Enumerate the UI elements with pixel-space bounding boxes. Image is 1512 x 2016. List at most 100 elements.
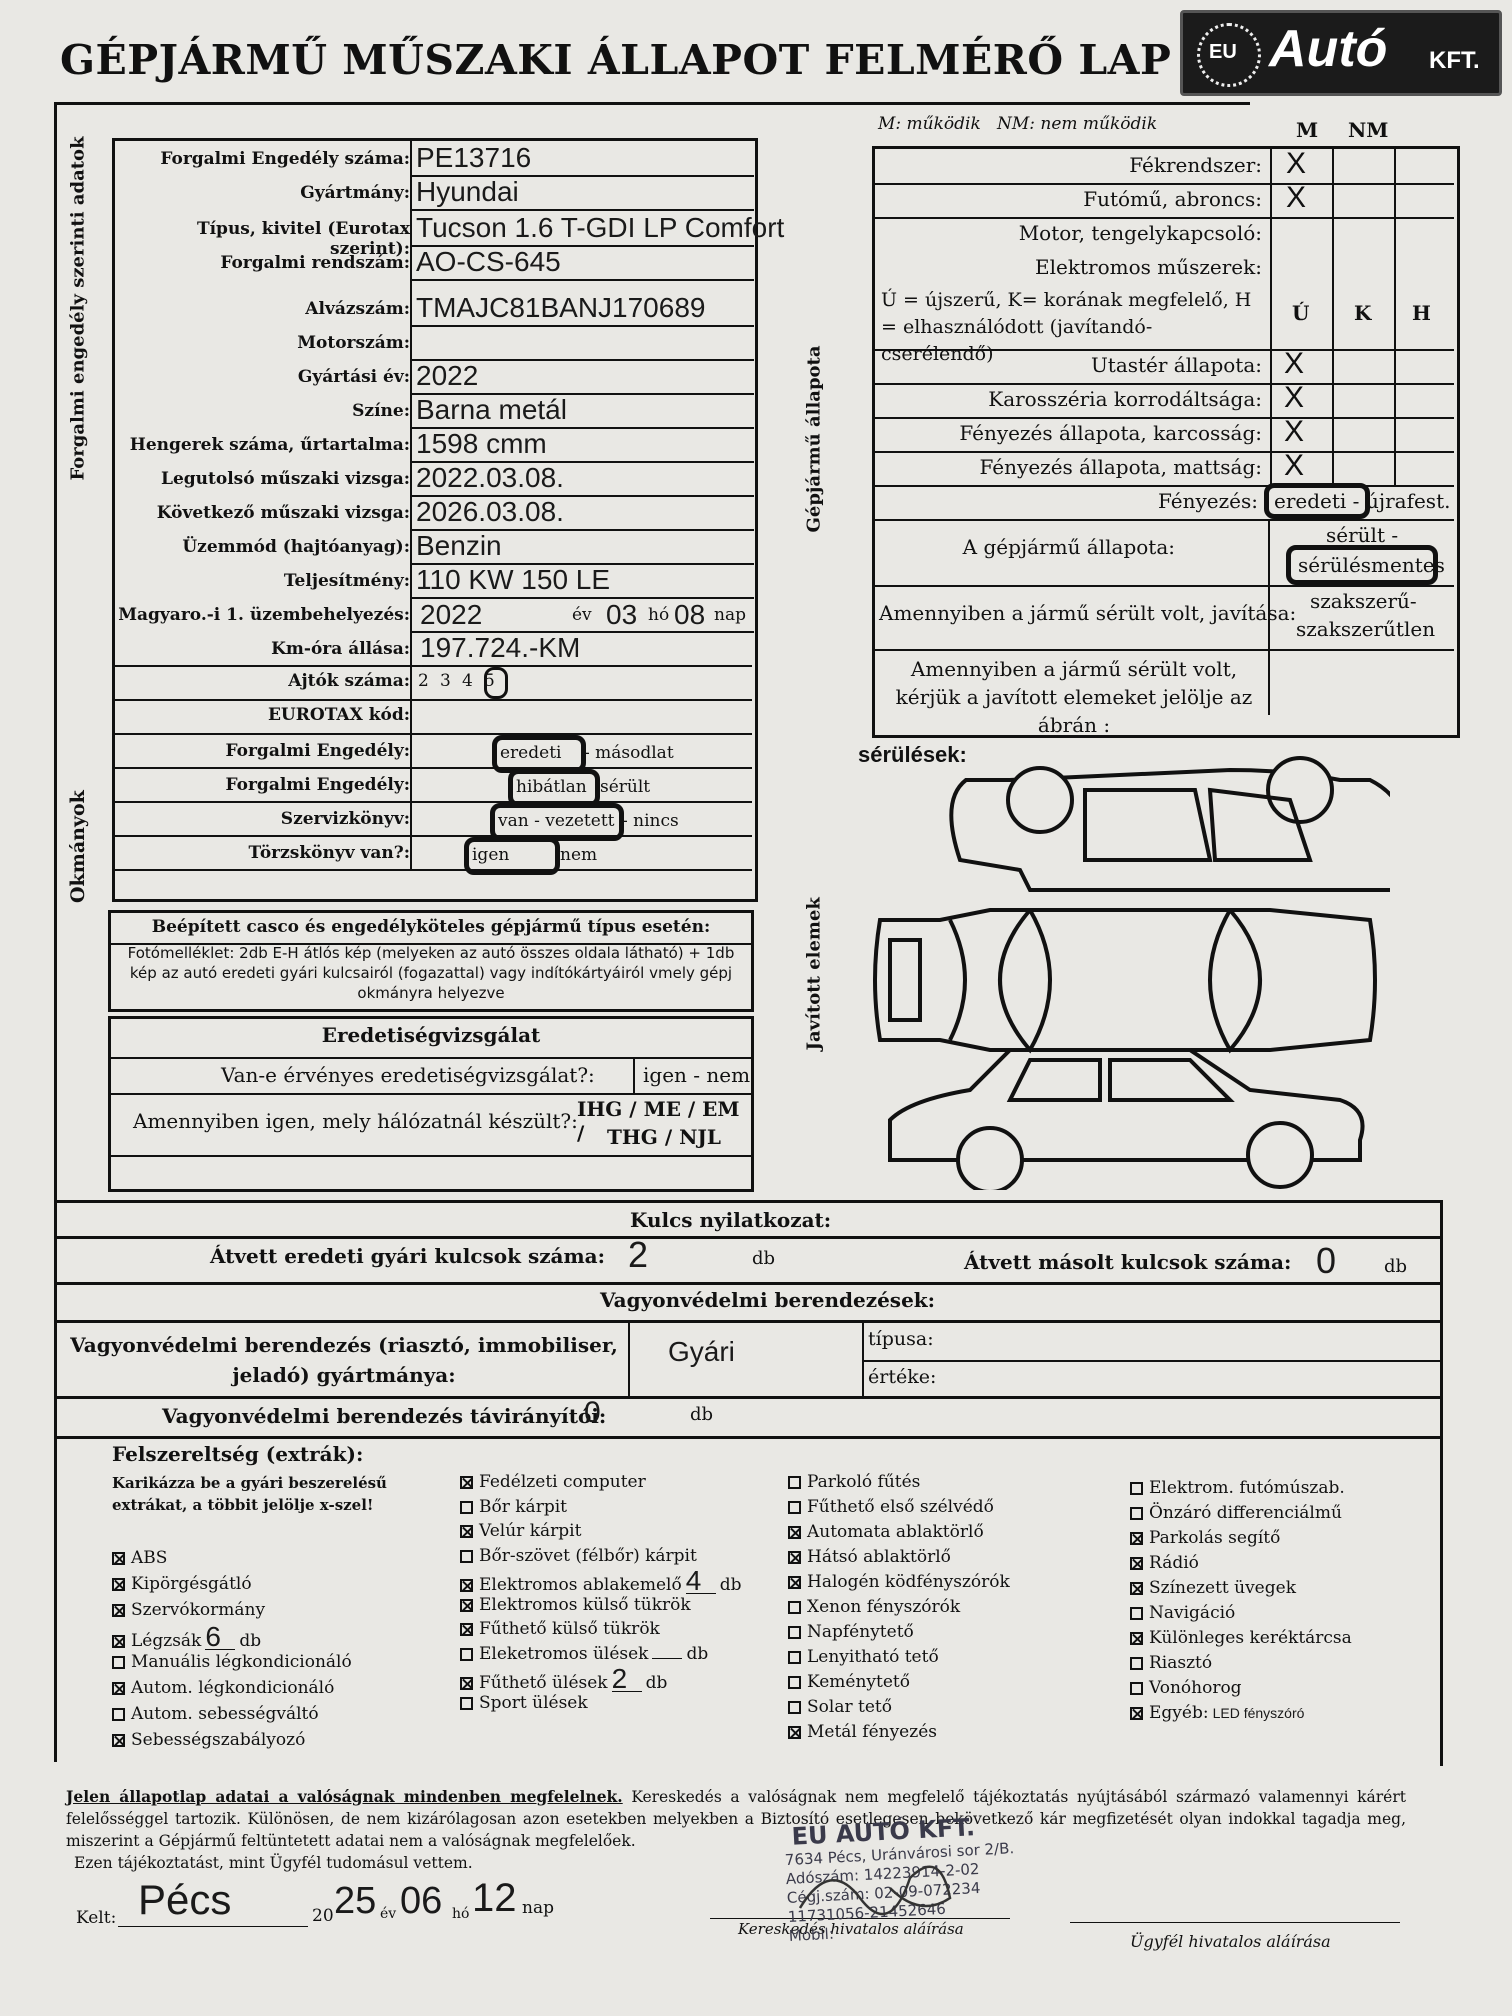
security-erteke: értéke: [868,1366,937,1388]
checkbox-col2-3[interactable] [460,1549,473,1563]
doors-option-3[interactable]: 3 [440,671,451,691]
extra-label: Vonóhorog [1149,1678,1242,1698]
checkbox-col3-9[interactable] [788,1701,801,1714]
checkbox-col2-6[interactable] [460,1623,473,1636]
extra-item-col1-5: Autom. légkondicionáló [112,1676,334,1701]
casco-box: Beépített casco és engedélyköteles gépjá… [108,910,754,1012]
vehicle-label-6: Gyártási év: [297,367,410,387]
checkbox-col4-1[interactable] [1130,1507,1143,1520]
javitas-opt2: szakszerűtlen [1296,617,1436,641]
checkbox-col1-5[interactable] [112,1682,125,1695]
cond2-label-3: Fényezés állapota, mattság: [979,455,1262,479]
vehicle-row-line-12 [412,597,754,599]
side-label-okmanyok: Okmányok [67,790,89,903]
checkbox-col4-9[interactable] [1130,1707,1143,1720]
checkbox-col4-7[interactable] [1130,1657,1143,1670]
checkbox-col3-2[interactable] [788,1526,801,1539]
vehicle-label-2: Típus, kivitel (Eurotax szerint): [196,219,410,259]
declaration: Jelen állapotlap adatai a valóságnak min… [66,1786,1406,1874]
vehicle-label-sep [410,141,412,869]
checkbox-col1-4[interactable] [112,1656,125,1669]
checkbox-col2-8[interactable] [460,1677,473,1690]
extra-item-col1-6: Autom. sebességváltó [112,1702,319,1727]
doors-option-4[interactable]: 4 [462,671,473,691]
jelolje-text: Amennyiben a jármű sérült volt, kérjük a… [895,657,1253,737]
checkbox-col3-0[interactable] [788,1476,801,1489]
col-k-header: K [1354,301,1372,325]
cond1-label-2: Motor, tengelykapcsoló: [1018,221,1262,245]
checkbox-col4-5[interactable] [1130,1607,1143,1620]
checkbox-col2-2[interactable] [460,1525,473,1538]
eredetiseg-line1 [111,1057,751,1059]
cond-col-sep [1394,349,1396,383]
checkbox-col3-8[interactable] [788,1676,801,1689]
checkbox-col3-7[interactable] [788,1651,801,1664]
keys-orig-value: 2 [628,1234,649,1275]
eredetiseg-q2: Amennyiben igen, mely hálózatnál készült… [133,1109,578,1133]
checkbox-col3-10[interactable] [788,1726,801,1739]
extra-suffix: db [239,1631,262,1651]
checkbox-col3-5[interactable] [788,1601,801,1614]
checkbox-col2-1[interactable] [460,1500,473,1514]
declaration-text: Kereskedés a valóságnak nem megfelelő tá… [66,1788,1406,1850]
checkbox-col2-5[interactable] [460,1598,473,1612]
checkbox-col1-7[interactable] [112,1734,125,1747]
eurotax-label: EUROTAX kód: [267,705,410,725]
extra-label: Önzáró differenciálmű [1149,1503,1342,1523]
checkbox-col2-7[interactable] [460,1647,473,1661]
col-nm-header: NM [1348,118,1389,142]
checkbox-col2-4[interactable] [460,1579,473,1592]
security-maker-value: Gyári [668,1336,735,1367]
extra-item-col2-3: Bőr-szövet (félbőr) kárpit [460,1544,697,1569]
checkbox-col4-3[interactable] [1130,1557,1143,1570]
extra-count: 2 [611,1665,642,1693]
checkbox-col2-0[interactable] [460,1476,473,1489]
vehicle-value-4: TMAJC81BANJ170689 [416,292,706,323]
checkbox-col1-0[interactable] [112,1552,125,1565]
document-circle-3 [464,837,560,875]
cond-col-sep [1270,349,1272,383]
checkbox-col4-6[interactable] [1130,1632,1143,1645]
checkbox-col4-4[interactable] [1130,1582,1143,1595]
checkbox-col4-0[interactable] [1130,1482,1143,1495]
checkbox-col1-6[interactable] [112,1708,125,1721]
extra-item-col1-0: ABS [112,1546,167,1571]
vehicle-value-7: Barna metál [416,394,567,425]
checkbox-col4-2[interactable] [1130,1532,1143,1545]
vehicle-value-2: Tucson 1.6 T-GDI LP Comfort [416,212,785,243]
checkbox-col3-6[interactable] [788,1626,801,1639]
extra-label: Színezett üvegek [1149,1578,1296,1598]
extra-item-col4-7: Riasztó [1130,1651,1212,1676]
checkbox-col3-4[interactable] [788,1576,801,1589]
document-label-0: Forgalmi Engedély: [225,741,411,761]
checkbox-col1-2[interactable] [112,1604,125,1617]
cond-col-sep [1394,451,1396,485]
company-logo: EU Autó KFT. [1180,10,1502,96]
cond-ukh-line [875,349,1454,351]
extra-item-col4-3: Rádió [1130,1551,1199,1576]
extra-label: Autom. légkondicionáló [131,1678,335,1698]
checkbox-col3-3[interactable] [788,1551,801,1564]
condition-legend: M: működik NM: nem működik [878,114,1158,134]
checkbox-col3-1[interactable] [788,1501,801,1514]
cond2-line-0 [875,383,1454,385]
extra-item-col1-4: Manuális légkondicionáló [112,1650,352,1675]
side-label-gepjarmu-allapota: Gépjármű állapota [803,345,825,533]
keys-mid-line [54,1236,1442,1239]
checkbox-col1-1[interactable] [112,1578,125,1591]
checkbox-col1-3[interactable] [112,1635,125,1648]
checkbox-col4-8[interactable] [1130,1682,1143,1695]
doors-option-2[interactable]: 2 [418,671,429,691]
extras-top-line [54,1436,1442,1439]
extra-item-col2-1: Bőr kárpit [460,1495,567,1520]
document-circle-2 [490,803,624,841]
cond-col-sep [1332,383,1334,417]
declaration-bold: Jelen állapotlap adatai a valóságnak min… [66,1787,623,1806]
extras-note: Karikázza be a gyári beszerelésű extráka… [112,1474,387,1514]
kelt-year: 25 [334,1880,377,1922]
damage-label: sérülések: [858,742,967,767]
client-sig-label: Ügyfél hivatalos aláírása [1130,1932,1331,1951]
kelt-nap: nap [522,1898,554,1918]
checkbox-col2-9[interactable] [460,1696,473,1710]
doors-option-5[interactable]: 5 [484,671,495,691]
